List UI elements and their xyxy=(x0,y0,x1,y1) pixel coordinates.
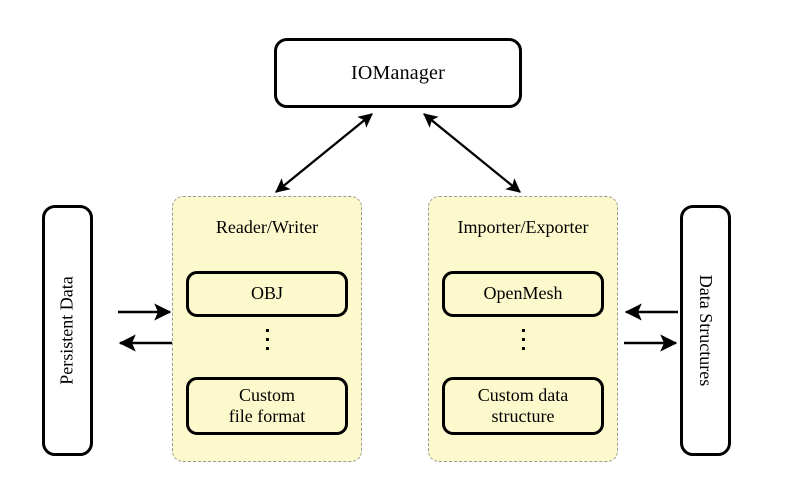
importer-exporter-ellipsis-icon xyxy=(429,329,617,350)
persistent-data-label: Persistent Data xyxy=(57,276,78,385)
obj-node[interactable]: OBJ xyxy=(186,271,348,317)
obj-label: OBJ xyxy=(250,283,283,304)
custom-file-format-line1: Custom xyxy=(238,384,295,405)
custom-file-format-line2: file format xyxy=(228,406,306,426)
openmesh-label: OpenMesh xyxy=(483,283,563,304)
custom-data-structure-line2: structure xyxy=(491,406,555,426)
custom-data-structure-line1: Custom data xyxy=(477,384,569,405)
reader-writer-ellipsis-icon xyxy=(173,329,361,350)
custom-file-format-label: Custom file format xyxy=(229,385,305,427)
io-manager-node[interactable]: IOManager xyxy=(274,38,522,108)
data-structures-label: Data Structures xyxy=(696,274,716,387)
data-structures-node[interactable]: Data Structures xyxy=(680,205,731,456)
importer-exporter-group[interactable]: Importer/Exporter OpenMesh Custom data s… xyxy=(428,196,618,462)
arrow-manager-to-importer-exporter xyxy=(423,113,521,193)
persistent-data-node[interactable]: Persistent Data xyxy=(42,205,93,456)
reader-writer-group[interactable]: Reader/Writer OBJ Custom file format xyxy=(172,196,362,462)
openmesh-node[interactable]: OpenMesh xyxy=(442,271,604,317)
arrow-manager-to-reader-writer xyxy=(275,113,373,193)
io-manager-label: IOManager xyxy=(351,61,445,84)
reader-writer-title: Reader/Writer xyxy=(215,217,319,237)
custom-data-structure-label: Custom data structure xyxy=(478,385,569,427)
custom-file-format-node[interactable]: Custom file format xyxy=(186,377,348,435)
importer-exporter-title: Importer/Exporter xyxy=(457,217,589,237)
custom-data-structure-node[interactable]: Custom data structure xyxy=(442,377,604,435)
